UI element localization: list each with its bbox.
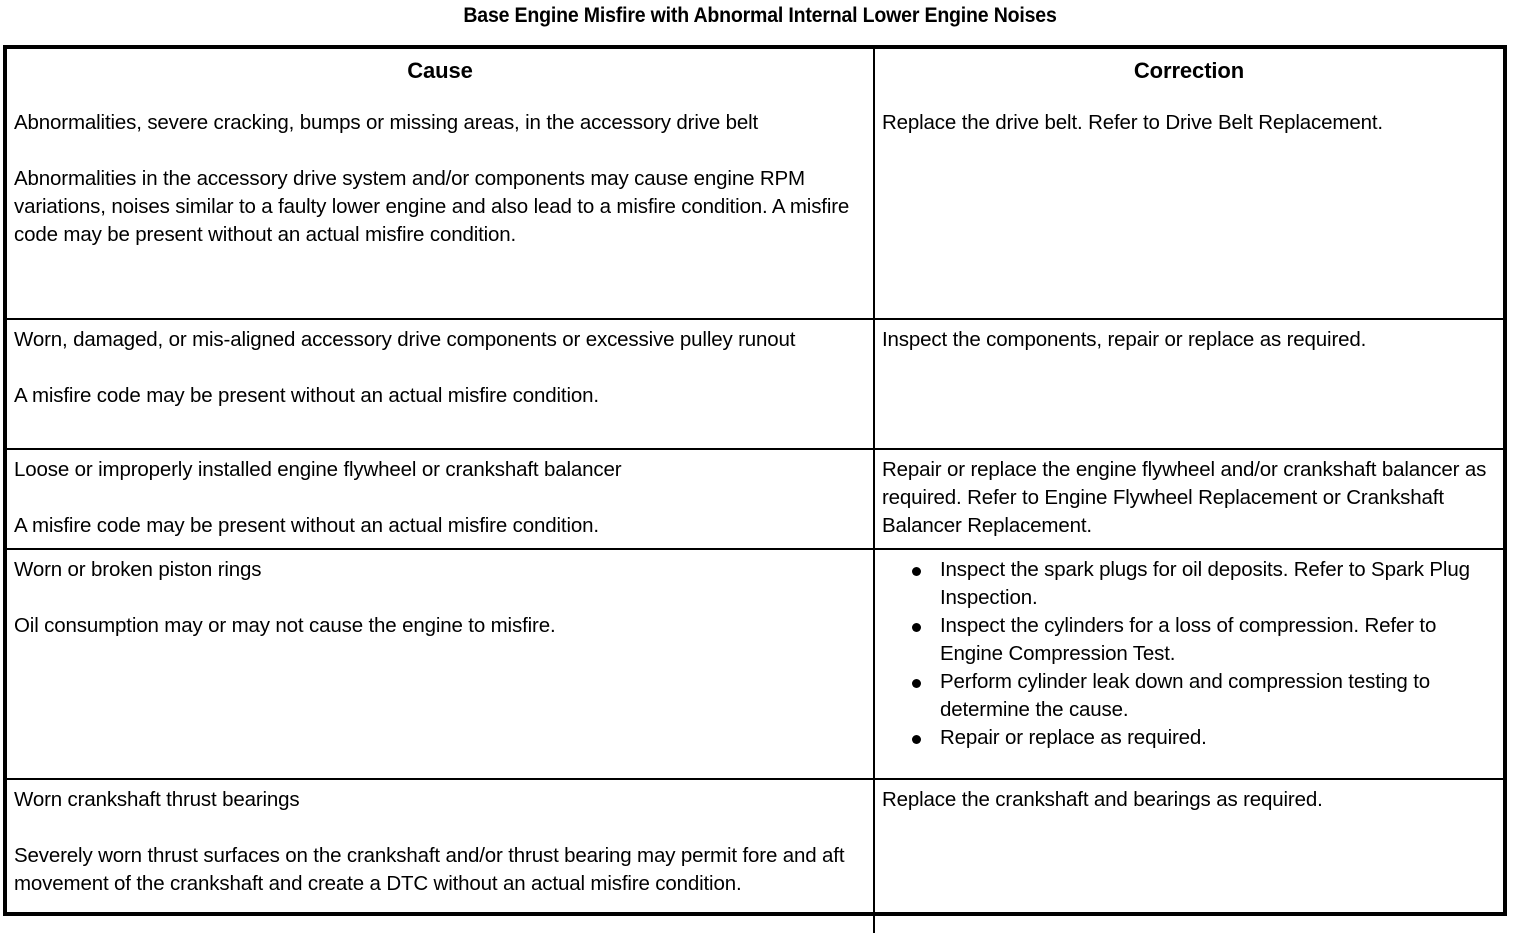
cell-correction: Replace the crankshaft and bearings as r… (873, 778, 1503, 933)
table-header-row: Cause Correction (7, 49, 1503, 103)
table-body: Abnormalities, severe cracking, bumps or… (7, 103, 1503, 933)
cause-paragraph: A misfire code may be present without an… (14, 384, 599, 407)
correction-bullet-item: Inspect the spark plugs for oil deposits… (908, 556, 1496, 612)
cell-cause: Abnormalities, severe cracking, bumps or… (7, 103, 874, 319)
cause-paragraph: Worn, damaged, or mis-aligned accessory … (14, 328, 796, 351)
cell-cause: Loose or improperly installed engine fly… (7, 448, 874, 549)
column-header-correction: Correction (873, 49, 1503, 103)
cell-correction: Repair or replace the engine flywheel an… (873, 448, 1503, 549)
table-row: Worn, damaged, or mis-aligned accessory … (7, 318, 1503, 449)
correction-bullet-list: Inspect the spark plugs for oil deposits… (882, 556, 1496, 752)
correction-bullet-item: Perform cylinder leak down and compressi… (908, 668, 1496, 724)
cause-paragraph: Worn crankshaft thrust bearings (14, 788, 300, 811)
cause-paragraph: A misfire code may be present without an… (14, 514, 599, 537)
correction-paragraph: Inspect the components, repair or replac… (882, 328, 1367, 351)
correction-paragraph: Repair or replace the engine flywheel an… (882, 458, 1487, 537)
cell-correction: Inspect the components, repair or replac… (873, 318, 1503, 449)
correction-paragraph: Replace the crankshaft and bearings as r… (882, 788, 1323, 811)
correction-bullet-item: Repair or replace as required. (908, 724, 1496, 752)
diagnostic-table-container: Cause Correction Abnormalities, severe c… (3, 45, 1507, 933)
cell-cause: Worn, damaged, or mis-aligned accessory … (7, 318, 874, 449)
cause-paragraph: Worn or broken piston rings (14, 558, 262, 581)
cause-paragraph: Loose or improperly installed engine fly… (14, 458, 622, 481)
cause-paragraph: Severely worn thrust surfaces on the cra… (14, 844, 845, 895)
cause-paragraph: Abnormalities, severe cracking, bumps or… (14, 111, 759, 134)
page-title: Base Engine Misfire with Abnormal Intern… (463, 4, 1057, 27)
cell-correction: Inspect the spark plugs for oil deposits… (873, 548, 1503, 779)
table-row: Loose or improperly installed engine fly… (7, 448, 1503, 549)
correction-bullet-item: Inspect the cylinders for a loss of comp… (908, 612, 1496, 668)
correction-paragraph: Replace the drive belt. Refer to Drive B… (882, 111, 1383, 134)
cause-paragraph: Oil consumption may or may not cause the… (14, 614, 556, 637)
cause-paragraph: Abnormalities in the accessory drive sys… (14, 167, 850, 246)
cause-correction-table: Cause Correction Abnormalities, severe c… (7, 49, 1503, 933)
cell-correction: Replace the drive belt. Refer to Drive B… (873, 103, 1503, 319)
table-header: Cause Correction (7, 49, 1503, 103)
table-row: Abnormalities, severe cracking, bumps or… (7, 103, 1503, 319)
column-header-cause: Cause (407, 58, 473, 83)
